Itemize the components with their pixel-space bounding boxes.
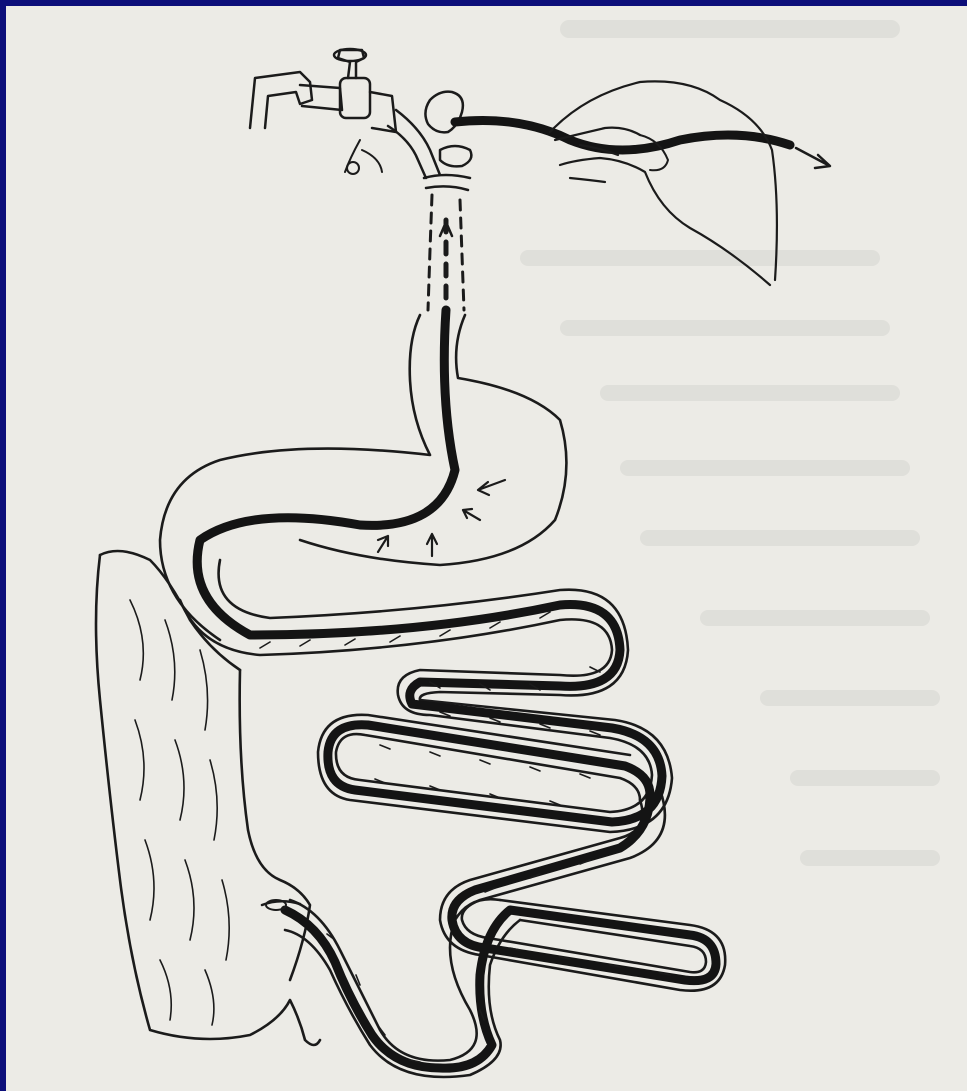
water-faucet: [250, 49, 440, 178]
tube-tip-cecum: [262, 900, 300, 910]
esophagus-section: [428, 195, 464, 310]
illustration-paper: [6, 6, 967, 1091]
patient-nose-mouth: [424, 92, 471, 190]
colon: [96, 551, 320, 1045]
gastrointestinal-intubation-illustration: [6, 6, 967, 1091]
small-intestine: [180, 310, 725, 1077]
